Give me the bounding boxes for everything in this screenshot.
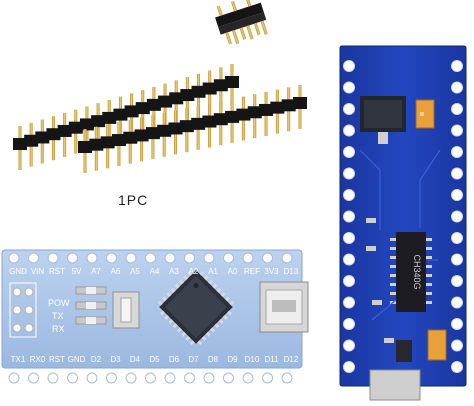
pin-label: A1: [208, 267, 218, 276]
mini-usb-connector: [259, 281, 309, 333]
front-header-holes-top: [8, 252, 293, 264]
pin-label: D12: [284, 355, 299, 364]
pin-label: D13: [284, 267, 299, 276]
pin-label: D11: [264, 355, 279, 364]
pin-label: A0: [228, 267, 238, 276]
pin-label: D6: [169, 355, 180, 364]
pin-label: D5: [149, 355, 160, 364]
pin-label: GND: [9, 267, 27, 276]
led-label-rx: RX: [52, 324, 65, 334]
pin-label: D9: [227, 355, 238, 364]
pin-label: RX0: [30, 355, 46, 364]
pin-label: D10: [245, 355, 260, 364]
reset-button: [112, 291, 140, 329]
pin-label: VIN: [31, 267, 45, 276]
front-top-pin-labels: GND VIN RST 5V A7 A6 A5 A4 A3 A2 A1 A0 REF 3V3 D13: [9, 267, 299, 276]
back-header-holes-right: [451, 60, 463, 373]
smd-components: [366, 112, 424, 362]
pin-label: D7: [188, 355, 199, 364]
pin-label: D2: [91, 355, 102, 364]
pin-label: D3: [110, 355, 121, 364]
pcb-traces: [359, 149, 441, 321]
pin-header-strip: [78, 85, 307, 173]
tantalum-capacitor-top: [415, 99, 435, 129]
voltage-regulator: [360, 96, 406, 144]
pin-label: A4: [150, 267, 160, 276]
nano-board-front: POW TX RX GND VIN RST 5V A7 A6 A5 A4 A3 A2 A1 A0 REF…: [1, 249, 309, 384]
status-leds: [75, 286, 107, 325]
usb-serial-chip: CH340G: [390, 232, 432, 312]
tantalum-capacitor-bottom: [427, 329, 447, 361]
pin-label: A5: [130, 267, 140, 276]
front-header-holes-bottom: [8, 372, 293, 384]
pin-label: D4: [130, 355, 141, 364]
back-usb-connector: [369, 369, 421, 401]
led-label-tx: TX: [52, 311, 64, 321]
quantity-caption: 1PC: [118, 192, 148, 208]
small-pin-header: [215, 0, 268, 45]
pin-label: A7: [91, 267, 101, 276]
pin-label: D8: [208, 355, 219, 364]
pin-headers: [13, 64, 307, 173]
pin-label: A6: [111, 267, 121, 276]
nano-board-back: CH340G: [339, 45, 467, 401]
pin-label: TX1: [11, 355, 26, 364]
pin-label: GND: [68, 355, 86, 364]
led-label-pow: POW: [48, 298, 70, 308]
pin-label: 3V3: [264, 267, 279, 276]
pin-label: REF: [244, 267, 260, 276]
pin-label: A3: [169, 267, 179, 276]
microcontroller-chip: [157, 270, 235, 346]
chip-marking: CH340G: [412, 254, 422, 289]
back-header-holes-left: [343, 60, 355, 373]
pin-label: RST: [49, 267, 65, 276]
pin-label: A2: [189, 267, 199, 276]
pin-label: RST: [49, 355, 65, 364]
icsp-header: [9, 282, 37, 338]
pin-label: 5V: [72, 267, 82, 276]
pin-header-strip: [13, 64, 239, 170]
